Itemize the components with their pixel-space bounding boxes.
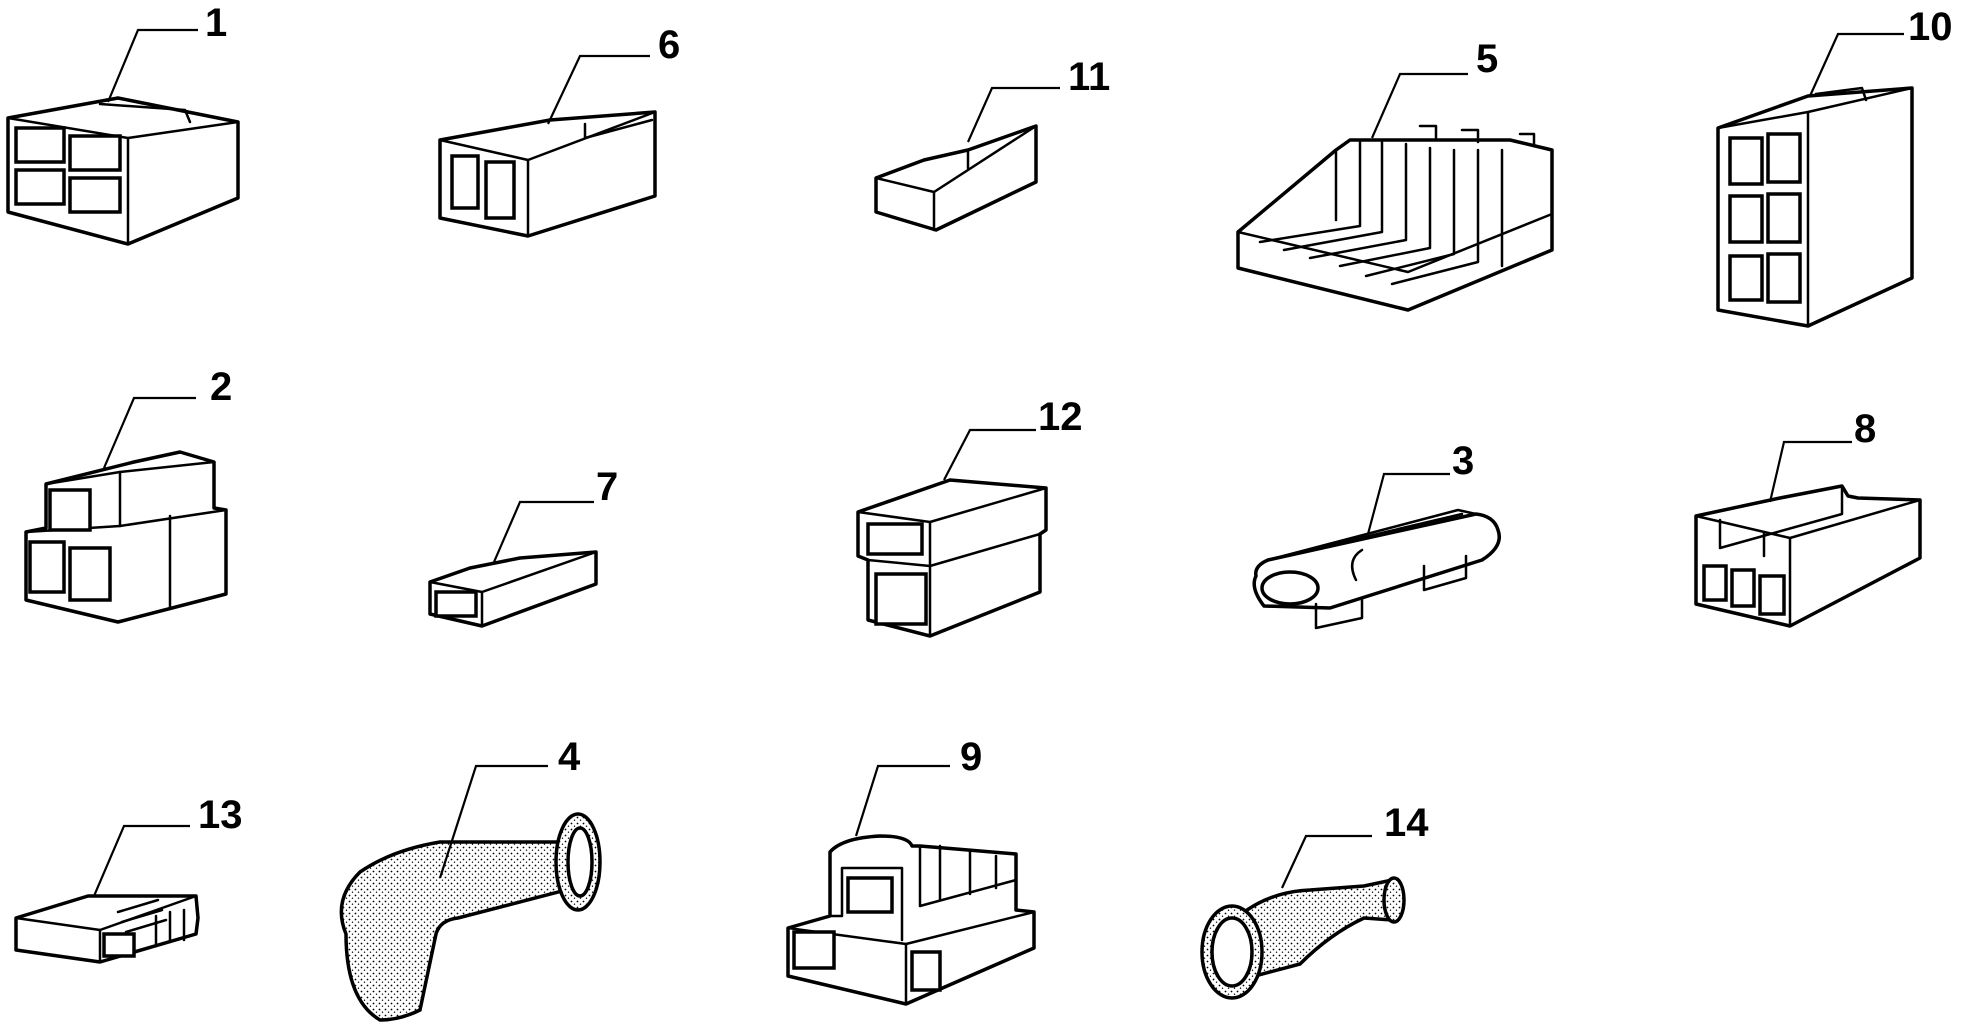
callout-label: 8 xyxy=(1854,407,1876,451)
callout-label: 12 xyxy=(1038,395,1083,439)
connector-part-4: 4 xyxy=(339,735,602,1022)
connector-part-13: 13 xyxy=(14,793,243,964)
connector-part-12: 12 xyxy=(856,395,1083,638)
callout-label: 11 xyxy=(1068,55,1110,99)
callout-label: 4 xyxy=(558,735,581,779)
callout-label: 3 xyxy=(1452,439,1474,483)
connector-part-10: 10 xyxy=(1716,5,1953,328)
callout-label: 13 xyxy=(198,793,243,837)
callout-label: 9 xyxy=(960,735,982,779)
callout-label: 10 xyxy=(1908,5,1953,49)
connector-part-6: 6 xyxy=(438,23,680,238)
callout-label: 5 xyxy=(1476,37,1498,81)
connector-part-8: 8 xyxy=(1694,407,1922,628)
connector-part-3: 3 xyxy=(1252,439,1501,630)
connector-part-2: 2 xyxy=(24,365,232,624)
connector-part-1: 1 xyxy=(6,1,240,246)
connector-part-14: 14 xyxy=(1200,801,1429,1000)
connector-part-7: 7 xyxy=(428,465,618,628)
callout-label: 2 xyxy=(210,365,232,409)
callout-label: 14 xyxy=(1384,801,1429,845)
connector-part-9: 9 xyxy=(786,735,1036,1006)
connector-part-11: 11 xyxy=(874,55,1110,232)
connector-part-5: 5 xyxy=(1236,37,1554,312)
callout-label: 7 xyxy=(596,465,618,509)
callout-label: 6 xyxy=(658,23,680,67)
callout-label: 1 xyxy=(205,1,227,45)
